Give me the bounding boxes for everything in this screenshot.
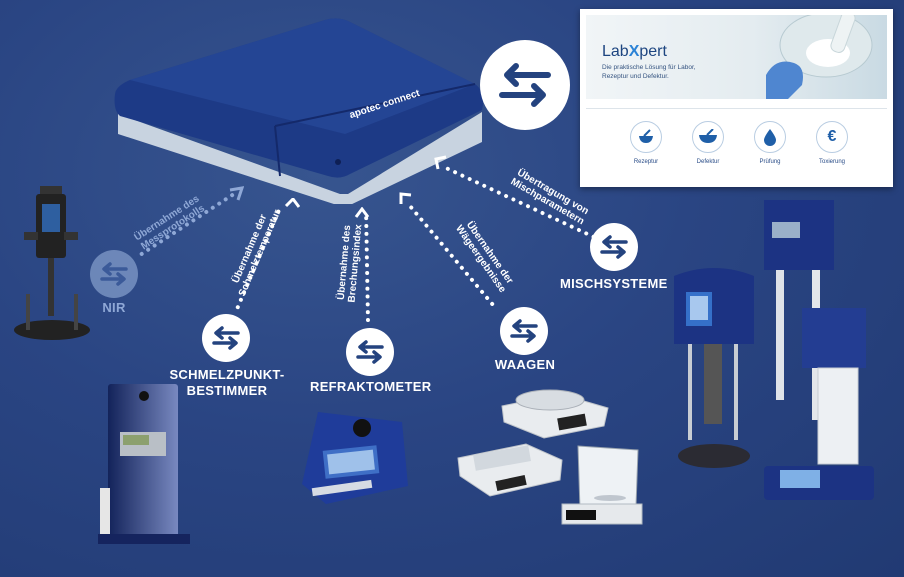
- schmelz-sync-icon: [202, 314, 250, 362]
- schmelz-arrow-head: [284, 198, 300, 208]
- mixing-system-left-image: [674, 268, 754, 468]
- balance-small-image: [501, 389, 609, 439]
- refrakto-arrow-head: [354, 207, 370, 218]
- logo-text-x: X: [628, 43, 640, 60]
- rezeptur-item[interactable]: Rezeptur: [616, 121, 676, 165]
- nir-sync-icon: [90, 250, 138, 298]
- schmelzpunkt-label: SCHMELZPUNKT- BESTIMMER: [168, 367, 286, 399]
- refraktometer-label: REFRAKTOMETER: [310, 379, 432, 394]
- nir-label: NIR: [102, 300, 126, 315]
- nir-arrow-head: [229, 186, 244, 201]
- melting-point-device-image: [98, 384, 190, 544]
- schmelz-flow-text: Übernahme der Schmelztemperatur: [221, 191, 288, 310]
- refrakto-flow-text: Übernahme des Brechungsindex: [334, 207, 366, 318]
- schmelzpunkt-label-2: BESTIMMER: [186, 383, 268, 398]
- main-sync-icon: [480, 40, 570, 130]
- labxpert-logo: LabXpert: [602, 43, 667, 61]
- mortar-bowl-icon: [692, 121, 724, 153]
- toxierung-item[interactable]: € Toxierung: [802, 121, 862, 165]
- waagen-flow-text-1: Übernahme der: [463, 219, 516, 287]
- refractometer-device-image: [302, 412, 408, 504]
- schmelzpunkt-label-1: SCHMELZPUNKT-: [169, 367, 285, 382]
- euro-icon: €: [816, 121, 848, 153]
- labxpert-tagline: Die praktische Lösung für Labor, Rezeptu…: [602, 63, 696, 81]
- apotec-connect-hub: apotec connect: [110, 14, 490, 206]
- tagline-line-2: Rezeptur und Defektur.: [602, 73, 669, 80]
- labxpert-header: LabXpert Die praktische Lösung für Labor…: [586, 15, 887, 99]
- waagen-label: WAAGEN: [494, 357, 556, 372]
- pruefung-label: Prüfung: [759, 159, 781, 165]
- nir-device-image: [14, 186, 90, 340]
- waagen-sync-icon: [500, 307, 548, 355]
- labxpert-panel: LabXpert Die praktische Lösung für Labor…: [580, 9, 893, 187]
- misch-arrow-head: [434, 155, 447, 170]
- toxierung-label: Toxierung: [818, 159, 845, 165]
- mischsysteme-label: MISCHSYSTEME: [560, 276, 668, 291]
- drop-icon: [754, 121, 786, 153]
- defektur-label: Defektur: [696, 159, 720, 165]
- balance-large-image: [457, 443, 563, 497]
- rezeptur-label: Rezeptur: [633, 159, 659, 165]
- waagen-arrow-head: [399, 192, 412, 204]
- misch-sync-icon: [590, 223, 638, 271]
- analytical-balance-image: [561, 445, 643, 525]
- mixing-system-right-image: [764, 200, 874, 500]
- refrakto-flow-line: [364, 215, 370, 323]
- logo-text-lab: Lab: [602, 43, 629, 60]
- refrakto-sync-icon: [346, 328, 394, 376]
- logo-text-pert: pert: [639, 43, 667, 60]
- pruefung-item[interactable]: Prüfung: [740, 121, 800, 165]
- tagline-line-1: Die praktische Lösung für Labor,: [602, 64, 696, 71]
- mortar-icon: [630, 121, 662, 153]
- defektur-item[interactable]: Defektur: [678, 121, 738, 165]
- mortar-glove-image: [766, 15, 873, 99]
